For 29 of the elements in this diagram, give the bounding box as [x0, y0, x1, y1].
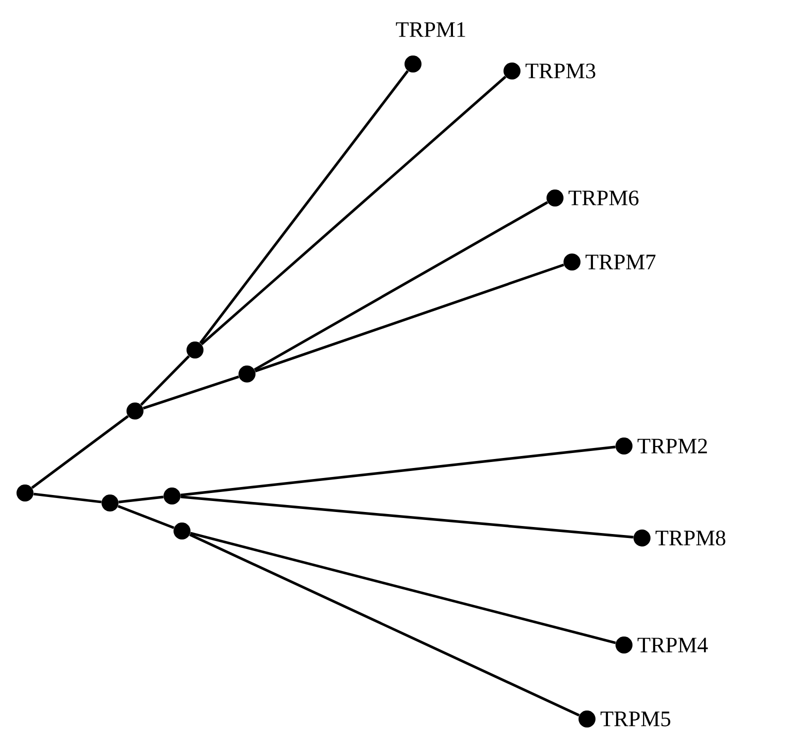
branch-line [200, 76, 506, 346]
tree-dot [102, 494, 118, 512]
tree-dot [174, 522, 190, 540]
tree-dot [238, 366, 256, 382]
leaf-label: TRPM8 [656, 530, 726, 546]
branch-line [254, 201, 548, 371]
branch-line [254, 264, 564, 372]
branch-line [118, 504, 174, 530]
branch-line [140, 355, 190, 406]
leaf-label: TRPM1 [396, 22, 466, 37]
branch-line [180, 495, 634, 539]
branch-line [190, 532, 616, 644]
branch-line [31, 415, 129, 489]
leaf-label: TRPM4 [638, 638, 708, 652]
leaf-label: TRPM3 [526, 64, 596, 78]
tree-dot [186, 342, 204, 358]
leaf-label: TRPM7 [586, 254, 656, 270]
branch-line [199, 70, 409, 344]
branch-line [118, 496, 164, 504]
branch-line [189, 533, 580, 717]
leaf-label: TRPM2 [638, 438, 707, 454]
leaf-label: TRPM5 [600, 712, 670, 726]
tree-dot [164, 488, 180, 504]
branch-line [180, 446, 616, 496]
branch-line [34, 492, 102, 504]
leaf-label: TRPM6 [568, 190, 638, 206]
tree-dot [16, 484, 34, 502]
branch-line [142, 376, 240, 410]
tree-dot [126, 402, 144, 420]
